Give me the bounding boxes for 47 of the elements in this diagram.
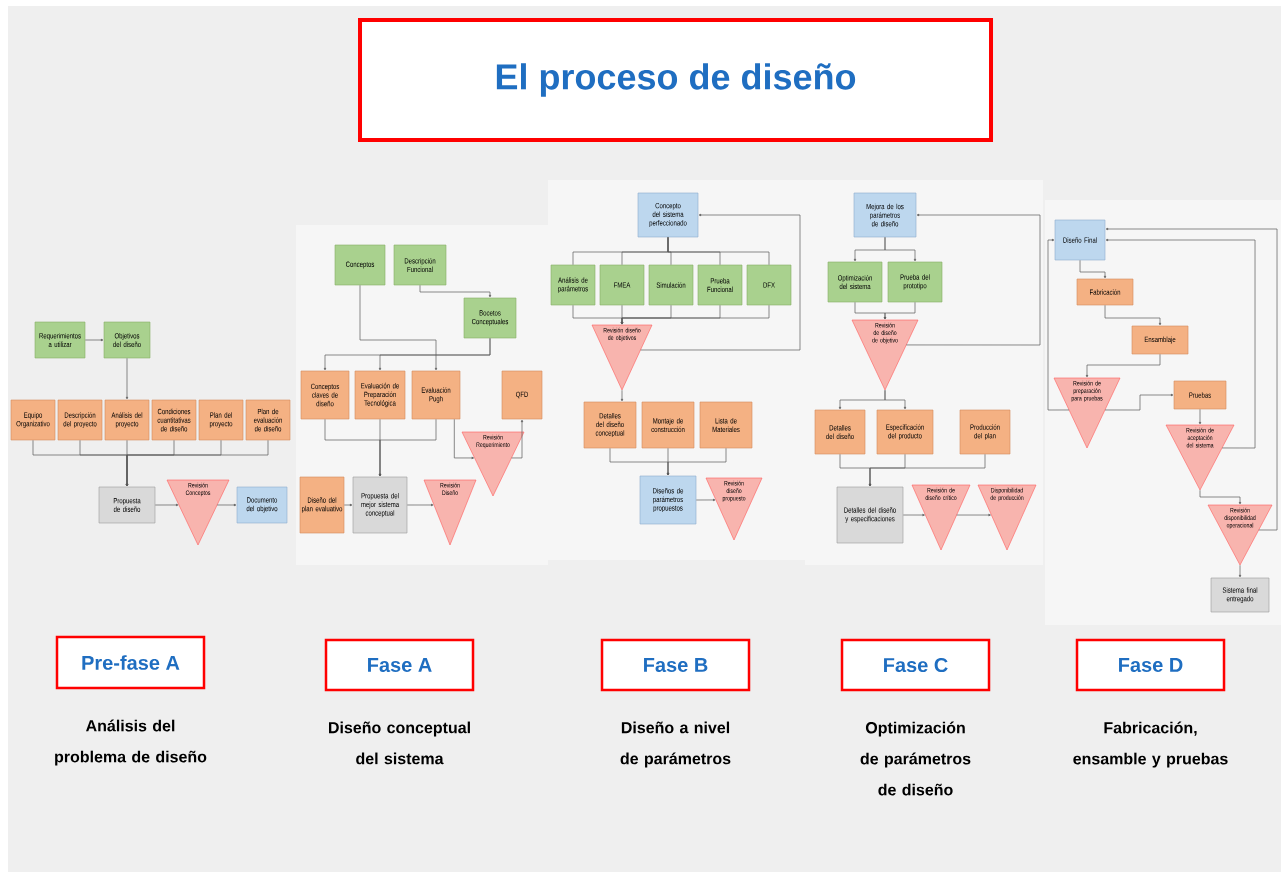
arrow (884, 236, 917, 262)
arrow (343, 503, 353, 507)
arrow (154, 503, 179, 507)
arrow (620, 304, 770, 325)
arrow (884, 389, 907, 410)
arrow (406, 503, 434, 507)
phase-description: Fabricación, ensamble y pruebas (1073, 721, 1228, 768)
arrow (1104, 393, 1174, 411)
arrow (216, 503, 237, 507)
arrow (620, 389, 624, 402)
arrow (906, 213, 1041, 346)
phase-box: Fase A (324, 638, 475, 692)
arrow (511, 419, 524, 459)
arrow (1198, 408, 1202, 425)
arrow (1047, 238, 1070, 411)
phase-description: Análisis del problema de diseño (55, 719, 207, 766)
arrow (419, 284, 492, 298)
arrow (695, 498, 716, 502)
arrow (1105, 227, 1278, 531)
arrow (868, 453, 986, 487)
phase-box: Fase B (600, 638, 751, 692)
arrow (125, 357, 129, 400)
arrow (1105, 238, 1256, 449)
arrow (666, 447, 727, 476)
arrow (1199, 489, 1242, 505)
arrow (378, 418, 437, 477)
arrow (883, 301, 916, 320)
phase-description: Diseño a nivel de parámetros (620, 721, 731, 768)
phase-description: Diseño conceptual del sistema (329, 721, 470, 765)
arrow (378, 337, 491, 371)
arrow (902, 513, 925, 517)
phase-box: Pre-fase A (55, 635, 206, 690)
arrow (1085, 353, 1161, 378)
arrow (956, 513, 991, 517)
arrow (453, 418, 475, 460)
phase-box: Fase C (840, 638, 991, 692)
arrow (84, 338, 104, 342)
phase-box: Fase D (1075, 638, 1226, 692)
arrow (1238, 564, 1242, 578)
arrow (1104, 304, 1162, 326)
title-box: El proceso de diseño (358, 18, 993, 142)
connector-line (667, 236, 770, 266)
arrow (125, 439, 269, 487)
arrow (359, 284, 438, 371)
phase-description: Optimización de parámetros de diseño (860, 721, 971, 796)
arrow (640, 213, 801, 351)
arrow (1079, 259, 1107, 279)
